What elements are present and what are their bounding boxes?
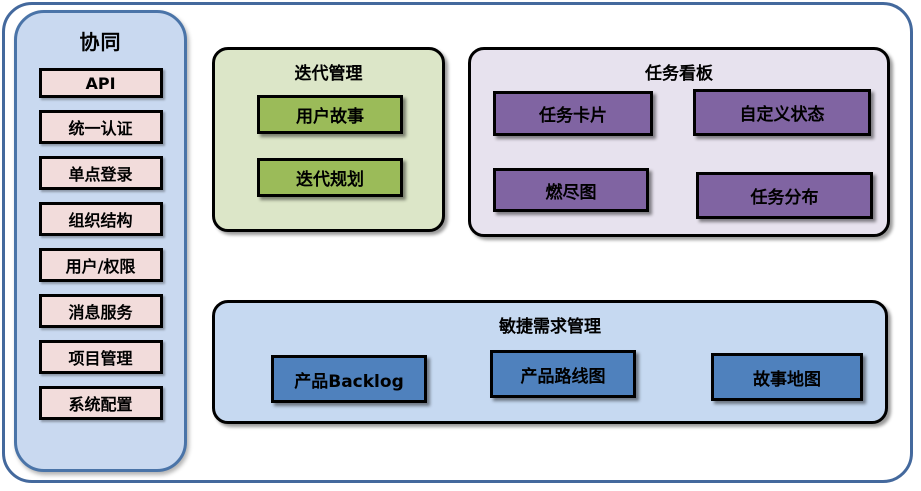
sidebar-item-user-permission: 用户/权限 (38, 248, 163, 282)
node-story-map: 故事地图 (711, 353, 863, 401)
sidebar-item-api: API (38, 68, 163, 98)
node-burndown-chart: 燃尽图 (493, 168, 649, 212)
sidebar-title: 协同 (79, 30, 122, 54)
sidebar-item-unified-auth: 统一认证 (38, 110, 163, 144)
group-agile-title: 敏捷需求管理 (499, 317, 601, 337)
node-user-story: 用户故事 (257, 95, 403, 134)
node-custom-status: 自定义状态 (693, 89, 871, 136)
group-task-kanban: 任务看板 任务卡片 自定义状态 燃尽图 任务分布 (468, 47, 890, 237)
group-iteration-management: 迭代管理 用户故事 迭代规划 (212, 47, 445, 232)
node-product-roadmap: 产品路线图 (490, 350, 636, 398)
sidebar-items: API 统一认证 单点登录 组织结构 用户/权限 消息服务 项目管理 系统配置 (38, 68, 163, 420)
node-task-card: 任务卡片 (493, 91, 653, 136)
group-iteration-title: 迭代管理 (294, 64, 363, 84)
group-agile-requirements: 敏捷需求管理 产品Backlog 产品路线图 故事地图 (212, 300, 888, 424)
sidebar-item-message-service: 消息服务 (38, 294, 163, 328)
sidebar-item-sso: 单点登录 (38, 156, 163, 190)
sidebar-item-project-management: 项目管理 (38, 340, 163, 374)
sidebar-item-org-structure: 组织结构 (38, 202, 163, 236)
group-kanban-title: 任务看板 (645, 64, 713, 84)
sidebar-collaboration: 协同 API 统一认证 单点登录 组织结构 用户/权限 消息服务 项目管理 系统… (14, 10, 187, 472)
node-product-backlog: 产品Backlog (271, 355, 427, 403)
outer-frame (2, 2, 913, 483)
node-iteration-planning: 迭代规划 (257, 158, 403, 197)
node-task-distribution: 任务分布 (696, 172, 873, 219)
sidebar-item-system-config: 系统配置 (38, 386, 163, 420)
